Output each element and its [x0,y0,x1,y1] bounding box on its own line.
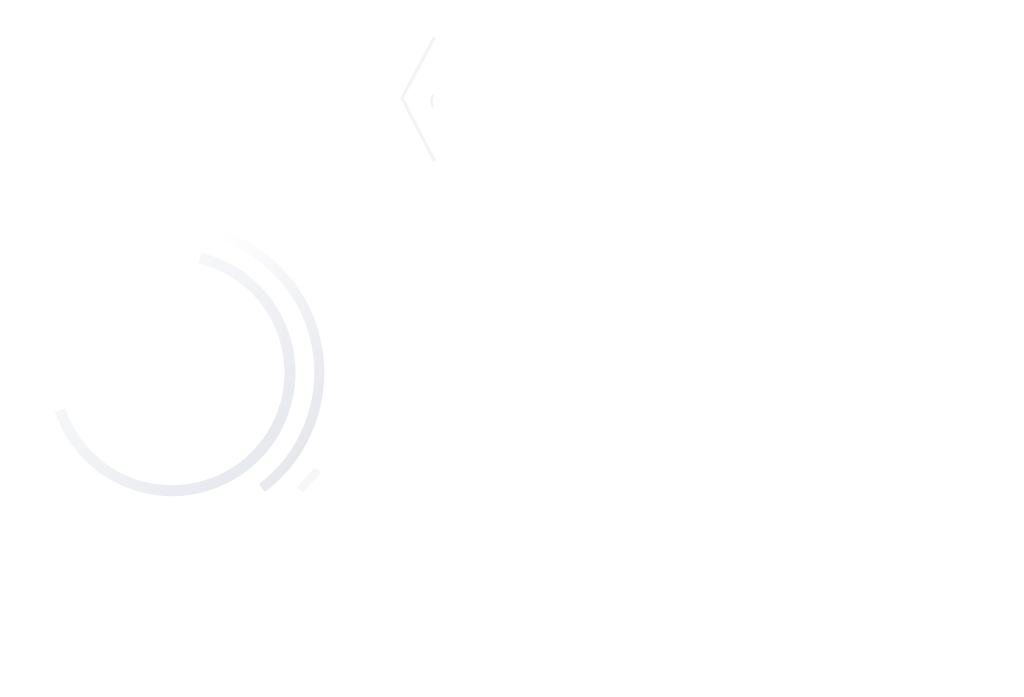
chevron-left-icon[interactable] [400,36,436,162]
loading-spinner-icon [54,230,325,497]
